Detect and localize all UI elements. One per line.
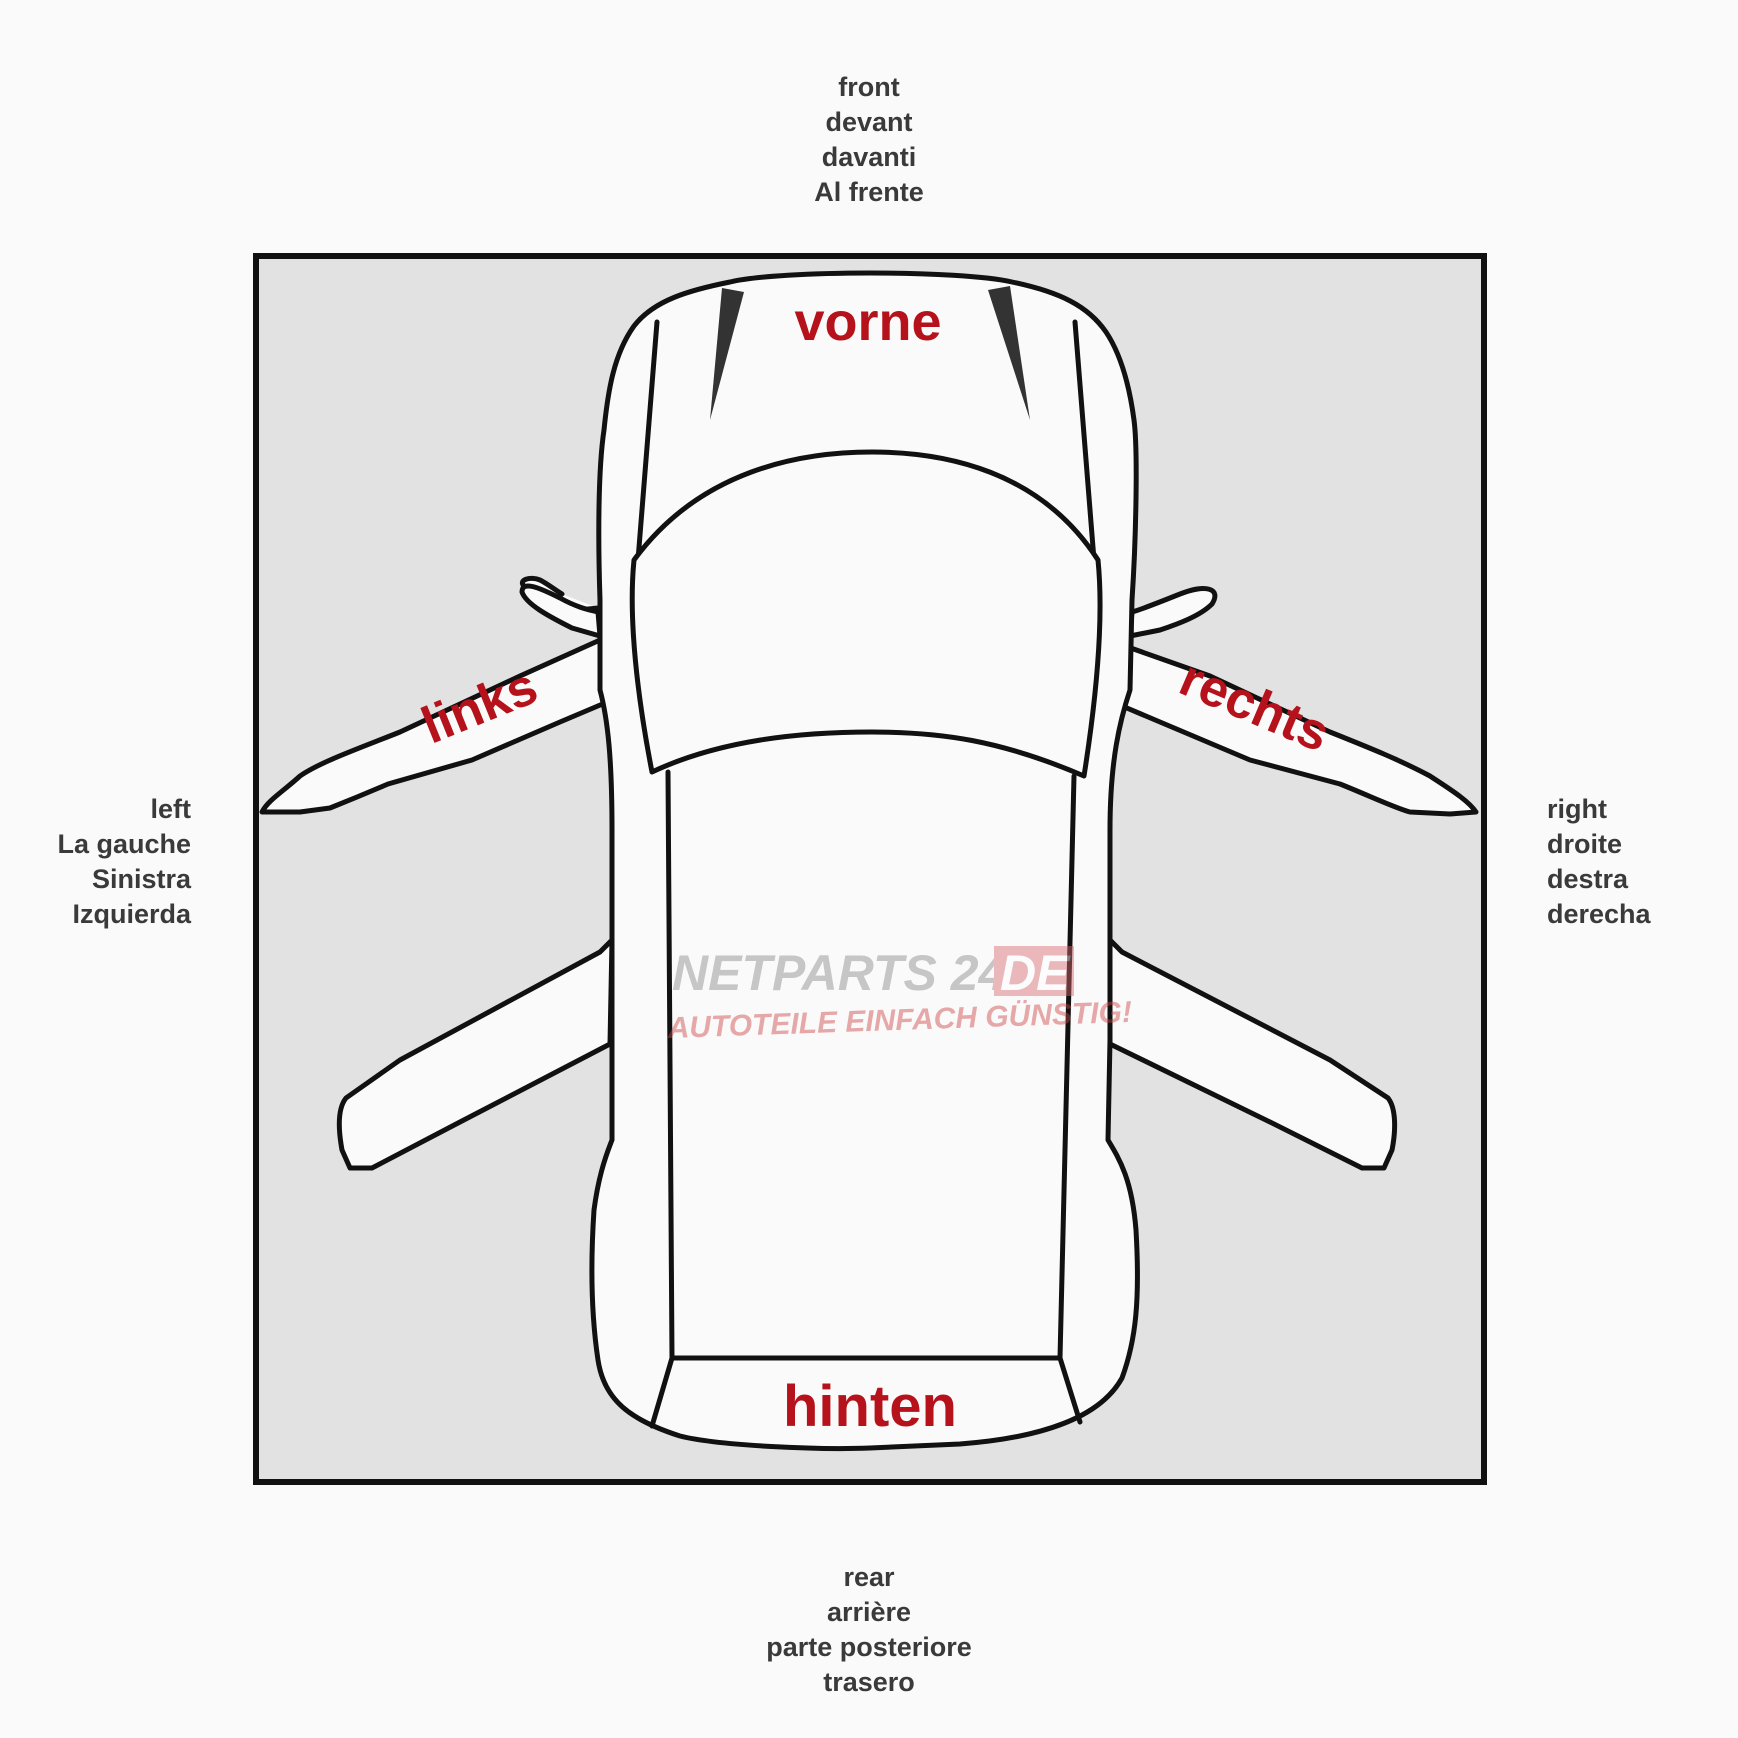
right-label-it: destra — [1547, 864, 1629, 894]
front-right-door — [1105, 637, 1479, 817]
right-mirror — [1127, 586, 1218, 639]
netparts24-watermark: NETPARTS 24 DE AUTOTEILE EINFACH GÜNSTIG… — [666, 945, 1132, 1045]
rear-label-es: trasero — [823, 1667, 915, 1697]
left-direction-label: left La gauche Sinistra Izquierda — [20, 792, 191, 932]
right-pillar-shade — [988, 286, 1030, 420]
front-label-es: Al frente — [814, 177, 924, 207]
front-label-fr: devant — [825, 107, 913, 137]
front-label-it: davanti — [821, 142, 917, 172]
roof-line-right — [1057, 773, 1077, 1361]
car-label-vorne: vorne — [794, 292, 941, 352]
rear-left-door — [336, 937, 615, 1171]
windshield — [629, 449, 1103, 779]
rear-corner-left — [649, 1355, 675, 1429]
watermark-suffix: DE — [1000, 945, 1071, 1001]
hood-line-left — [635, 319, 660, 563]
car-outline — [259, 270, 1479, 1451]
right-label-en: right — [1547, 794, 1607, 824]
car-label-hinten: hinten — [783, 1374, 957, 1439]
right-label-fr: droite — [1547, 829, 1623, 859]
rear-label-it: parte posteriore — [766, 1632, 972, 1662]
left-label-it: Sinistra — [91, 864, 191, 894]
rear-direction-label: rear arrière parte posteriore trasero — [719, 1560, 1019, 1700]
rear-corner-right — [1057, 1355, 1083, 1425]
watermark-de-box — [994, 946, 1074, 996]
hood-line-right — [1072, 319, 1097, 563]
left-label-en: left — [150, 794, 192, 824]
left-label-fr: La gauche — [57, 829, 191, 859]
left-pillar-shade — [710, 288, 744, 420]
front-direction-label: front devant davanti Al frente — [719, 70, 1019, 210]
right-direction-label: right droite destra derecha — [1547, 792, 1727, 932]
left-mirror — [519, 583, 603, 639]
rear-label-fr: arrière — [826, 1597, 912, 1627]
rear-label-en: rear — [843, 1562, 895, 1592]
roof-line-left — [665, 769, 675, 1361]
front-label-en: front — [838, 72, 900, 102]
rear-right-door — [1107, 937, 1398, 1171]
watermark-brand: NETPARTS 24 — [672, 945, 1006, 1001]
left-label-es: Izquierda — [72, 899, 191, 929]
right-label-es: derecha — [1547, 899, 1651, 929]
